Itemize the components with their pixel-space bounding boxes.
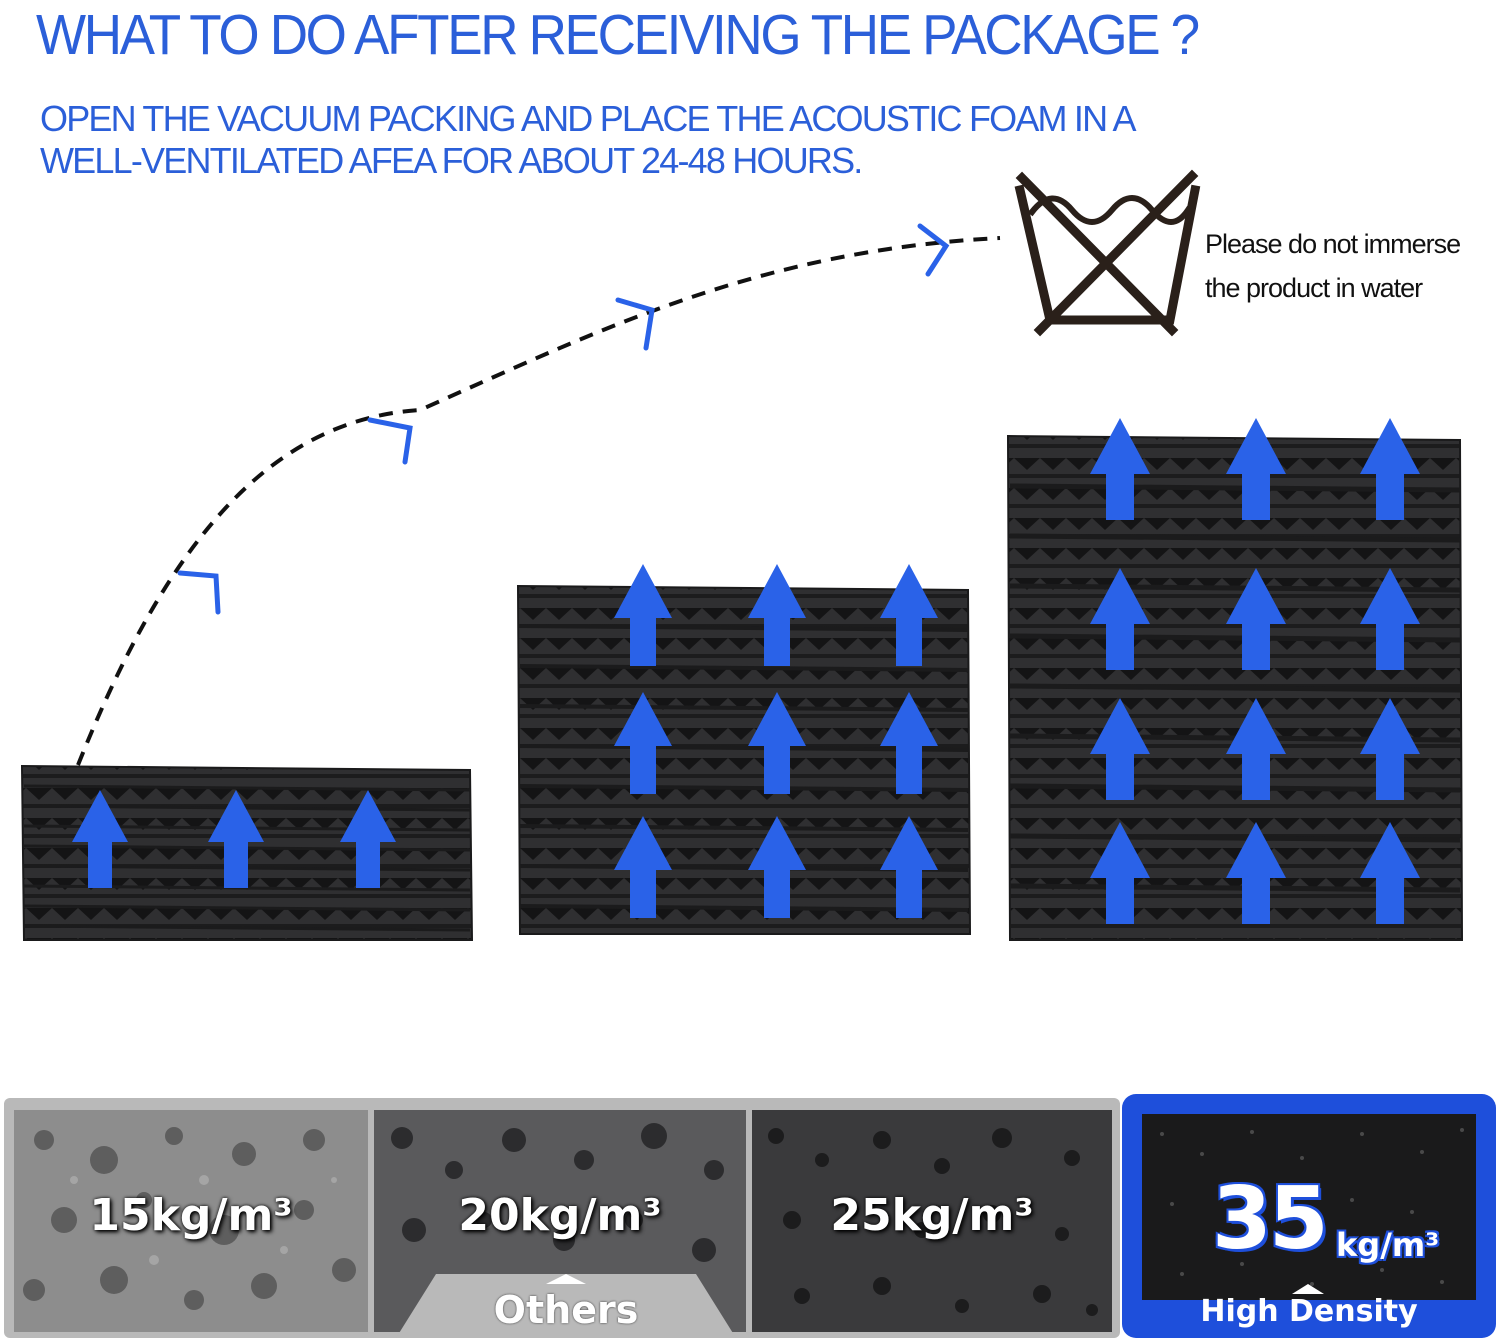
instruction-line-1: OPEN THE VACUUM PACKING AND PLACE THE AC… [40,98,1137,139]
care-line-1: Please do not immerse [1205,229,1461,259]
foam-texture-light [14,1110,368,1332]
foam-stack-compressed [20,764,474,941]
density-label-20: 20kg/m³ [458,1190,662,1241]
density-sample-25: 25kg/m³ [752,1110,1112,1332]
instruction-line-2: WELL-VENTILATED AFEA FOR ABOUT 24-48 HOU… [40,140,863,181]
foam-stack-expanded [1006,418,1464,941]
density-sample-15: 15kg/m³ [14,1110,368,1332]
expansion-illustration [20,169,1464,941]
care-line-2: the product in water [1205,273,1423,303]
path-arrowheads [177,223,950,615]
do-not-wash-icon [1014,169,1201,337]
instruction-text: OPEN THE VACUUM PACKING AND PLACE THE AC… [40,98,1137,182]
high-density-sample: 35 kg/m³ [1142,1114,1476,1300]
others-label: Others [493,1288,639,1332]
high-density-badge: 35 kg/m³ High Density [1122,1094,1496,1338]
pointer-triangle [1292,1284,1324,1294]
foam-stack-expanding [516,564,972,935]
density-label-25: 25kg/m³ [830,1190,1034,1241]
expand-arrows [72,790,396,888]
density-label-15: 15kg/m³ [89,1190,293,1241]
high-density-value: 35 [1212,1169,1329,1269]
high-density-label: High Density [1200,1294,1418,1329]
expansion-path [76,236,1001,766]
high-density-unit: kg/m³ [1336,1226,1440,1264]
expand-arrows [1090,418,1420,924]
foam-texture-dense [752,1110,1112,1332]
page-title: WHAT TO DO AFTER RECEIVING THE PACKAGE ? [36,3,1200,67]
care-instruction: Please do not immerse the product in wat… [1205,222,1461,310]
others-tab: Others [396,1274,736,1338]
expand-arrows [614,564,938,918]
foam-texture-high-density [1142,1114,1476,1300]
